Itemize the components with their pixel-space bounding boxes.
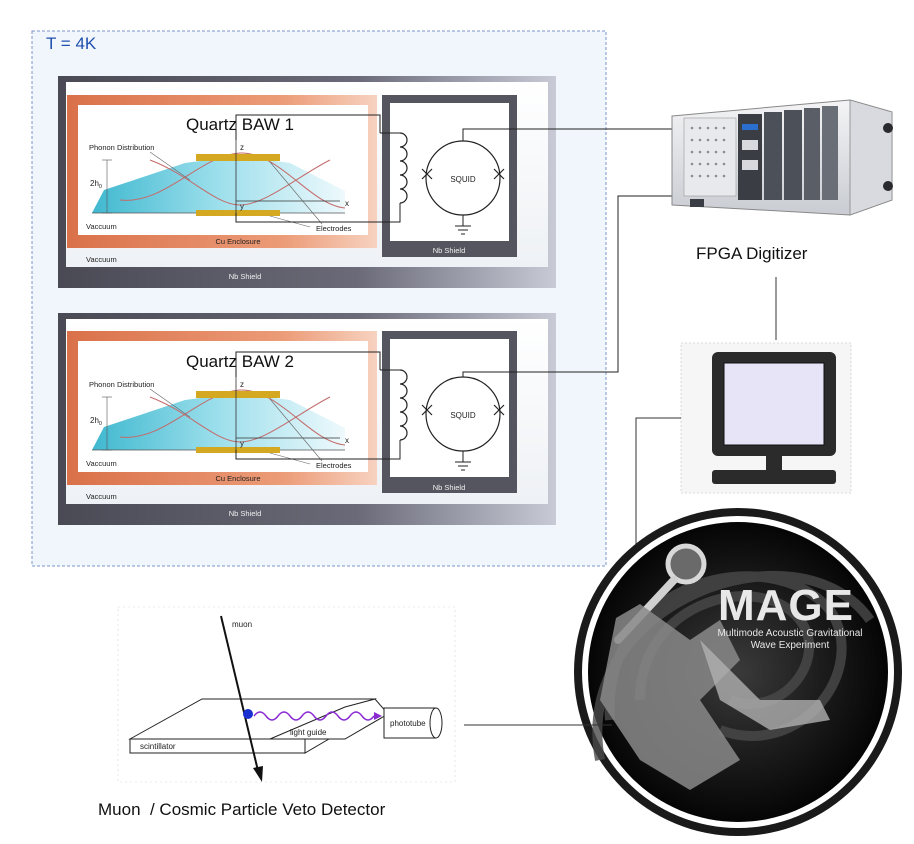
muon-track <box>220 615 260 776</box>
wire-bottom <box>235 203 401 223</box>
monitor-base <box>712 470 836 484</box>
junction-right <box>493 404 505 416</box>
phonon-leader <box>149 388 191 418</box>
pickup-coil <box>399 132 408 204</box>
electrode-leader-top <box>269 398 323 462</box>
vacuum-inner-label: Vaccuum <box>86 459 117 468</box>
muon-arrowhead <box>253 766 263 782</box>
axis-y-label: y <box>240 439 244 448</box>
nb-shield-inner-label: Nb Shield <box>433 246 466 255</box>
veto-frame <box>117 606 456 783</box>
vacuum-outer-label: Vaccuum <box>86 255 117 264</box>
wire-top <box>235 351 381 377</box>
scintillator-label: scintillator <box>140 742 176 751</box>
axis-z-label: z <box>240 380 244 389</box>
fpga-digitizer-device <box>671 99 893 216</box>
logo-subtitle-line1: Multimode Acoustic Gravitational <box>717 628 862 639</box>
module-title: Quartz BAW 1 <box>186 115 294 134</box>
squid-label: SQUID <box>450 411 476 420</box>
monitor-screen <box>723 362 825 446</box>
pickup-coil <box>399 369 408 441</box>
cu-enclosure-label: Cu Enclosure <box>215 474 260 483</box>
phonon-curve-a <box>119 152 346 209</box>
light-guide-label: light guide <box>290 728 327 737</box>
phototube-label: phototube <box>390 719 426 728</box>
axis-y-label: y <box>240 202 244 211</box>
axis-x-label: x <box>345 199 349 208</box>
squid-box <box>390 339 509 477</box>
svg-text:2h0: 2h0 <box>90 416 102 427</box>
crystal-1 <box>92 156 345 213</box>
thickness-label: 2h <box>90 179 99 188</box>
phonon-label: Phonon Distribution <box>89 143 154 152</box>
wire-to-digitizer <box>462 128 675 141</box>
phonon-leader <box>149 151 191 181</box>
electrodes-label: Electrodes <box>316 224 352 233</box>
phonon-label: Phonon Distribution <box>89 380 154 389</box>
muon-label: muon <box>232 620 252 629</box>
junction-left <box>421 404 433 416</box>
electrode-top <box>196 154 280 161</box>
nb-shield-outer-label: Nb Shield <box>229 509 262 518</box>
interaction-point <box>243 709 253 719</box>
thickness-label: 2h <box>90 416 99 425</box>
phonon-curve-b <box>149 396 331 443</box>
wire-top <box>235 114 381 140</box>
thickness-subscript: 0 <box>99 421 102 427</box>
veto-caption: Muon / Cosmic Particle Veto Detector <box>98 800 386 819</box>
io-module-3 <box>804 108 820 200</box>
mage-logo: MAGE Multimode Acoustic Gravitational Wa… <box>574 508 902 836</box>
squid-label: SQUID <box>450 175 476 184</box>
io-module-2 <box>784 110 802 200</box>
axis-z-label: z <box>240 143 244 152</box>
ground-icon <box>455 461 471 471</box>
electrode-top <box>196 391 280 398</box>
vacuum-inner-label: Vaccuum <box>86 222 117 231</box>
nb-shield-inner-label: Nb Shield <box>433 483 466 492</box>
vent-panel <box>683 117 737 197</box>
squid-box <box>390 103 509 241</box>
module-2: SQUID Quartz BAW 2 Phonon Distribution 2… <box>58 195 675 525</box>
orb-icon <box>665 543 707 585</box>
svg-text:2h0: 2h0 <box>90 179 102 190</box>
wire-bottom <box>235 440 401 460</box>
io-module-1 <box>764 112 782 200</box>
photon-path <box>253 711 375 721</box>
fpga-digitizer-label: FPGA Digitizer <box>696 244 808 263</box>
electrode-leader-top <box>269 161 323 225</box>
wire-to-digitizer <box>462 195 675 377</box>
cu-enclosure-label: Cu Enclosure <box>215 237 260 246</box>
junction-left <box>421 168 433 180</box>
vacuum-outer-label: Vaccuum <box>86 492 117 501</box>
logo-subtitle-line2: Wave Experiment <box>751 640 830 651</box>
nb-shield-outer-label: Nb Shield <box>229 272 262 281</box>
temperature-label: T = 4K <box>46 34 97 53</box>
io-module-4 <box>822 106 838 200</box>
monitor-neck <box>766 456 782 472</box>
thickness-subscript: 0 <box>99 184 102 190</box>
phonon-curve-b <box>149 159 331 206</box>
ground-icon <box>455 225 471 235</box>
veto-detector: muon scintillator light guide phototube <box>117 606 456 783</box>
electrodes-label: Electrodes <box>316 461 352 470</box>
junction-right <box>493 168 505 180</box>
phototube <box>383 707 437 739</box>
axis-x-label: x <box>345 436 349 445</box>
logo-title: MAGE <box>718 581 854 630</box>
electrode-bottom <box>196 447 280 453</box>
phonon-curve-a <box>119 389 346 446</box>
electrode-bottom <box>196 210 280 216</box>
crystal-2 <box>92 393 345 450</box>
photon-arrowhead <box>374 712 382 720</box>
module-1: SQUID Quartz BAW 1 Phonon Distribution 2… <box>58 76 675 288</box>
module-title: Quartz BAW 2 <box>186 352 294 371</box>
computer <box>680 342 852 494</box>
